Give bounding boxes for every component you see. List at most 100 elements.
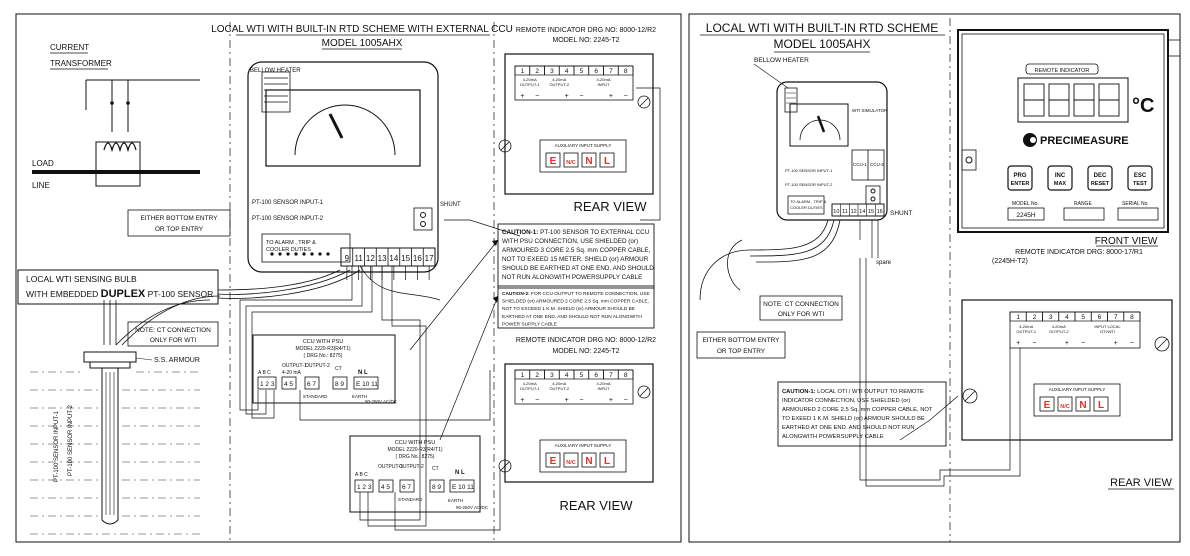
- caution-line: NOT TO EXEED 15 METER. SHIELD (or) ARMOU…: [502, 256, 649, 263]
- svg-text:NOTE: CT CONNECTION: NOTE: CT CONNECTION: [763, 301, 839, 308]
- left-sheet: LOCAL WTI WITH BUILT-IN RTD SCHEME WITH …: [15, 13, 682, 543]
- svg-text:+: +: [1114, 340, 1118, 347]
- rear-terminal-6: 6: [1098, 314, 1102, 321]
- caution-line: NOT TO EXCEED 1 K.M. SHIELD (or) ARMOUR …: [502, 306, 635, 312]
- svg-text:CCU WITH PSU: CCU WITH PSU: [303, 339, 343, 345]
- front-button-dec[interactable]: DEC RESET: [1087, 165, 1113, 191]
- right-terminal-12: 12: [851, 209, 857, 215]
- rear-label: INPUT LOCAL: [1094, 324, 1121, 329]
- rear-terminal-3: 3: [1049, 314, 1053, 321]
- svg-text:RESET: RESET: [1091, 181, 1110, 187]
- caution-line: CAUTION-1: PT-100 SENSOR TO EXTERNAL CCU: [502, 229, 650, 236]
- brand-name: PRECIMEASURE: [1040, 135, 1129, 147]
- caution-line: SHIELDED (or) ARMOURED 2 CORE 2.5 Sq. mm…: [502, 299, 649, 305]
- armour-label: S.S. ARMOUR: [154, 357, 200, 364]
- caution-line: NOT RUN ALONGWITH POWERSUPPLY CABLE: [502, 274, 642, 281]
- svg-text:−: −: [624, 397, 628, 404]
- left-frame: [15, 13, 682, 543]
- rear-terminal-2: 2: [1033, 314, 1037, 321]
- caution-line: WITH PSU CONNECTION, USE SHIELDED (or): [502, 238, 638, 245]
- left-shunt: SHUNT: [440, 202, 461, 208]
- svg-text:1 2 3: 1 2 3: [260, 381, 275, 388]
- rear-terminal-8: 8: [1130, 314, 1134, 321]
- svg-text:+: +: [1065, 340, 1069, 347]
- rear-label: 4-20mA: [596, 77, 610, 82]
- svg-text:MODEL 2220-R3(R4/T1): MODEL 2220-R3(R4/T1): [295, 346, 350, 352]
- right-title: LOCAL WTI WITH BUILT-IN RTD SCHEME: [706, 21, 938, 35]
- rear-label: 4-20mA: [1052, 324, 1066, 329]
- caution-line: ARMOURED 3 CORE 2.5 Sq. mm COPPER CABLE,: [502, 247, 651, 254]
- caution-line: TO EXEED 1 K.M. SHIELD (or) ARMOUR SHOUL…: [782, 416, 925, 422]
- rear-label: OUTPUT-1: [520, 82, 541, 87]
- svg-text:−: −: [1081, 340, 1085, 347]
- svg-text:MODEL No.: MODEL No.: [1012, 201, 1039, 207]
- remote-indicator-front: [957, 29, 1169, 233]
- svg-text:AUXILIARY INPUT SUPPLY: AUXILIARY INPUT SUPPLY: [1049, 387, 1106, 392]
- rear-terminal-7: 7: [609, 68, 613, 75]
- caution-line: CAUTION-2: FOR CCU OUTPUT TO REMOTE CONN…: [502, 291, 650, 297]
- svg-text:A B C: A B C: [258, 370, 271, 376]
- left-model: MODEL 1005AHX: [322, 38, 403, 49]
- front-view-label: FRONT VIEW: [1095, 236, 1158, 247]
- rear-terminal-6: 6: [594, 68, 598, 75]
- remote-mid-model: MODEL NO: 2245-T2: [552, 348, 619, 355]
- terminal-16: 16: [413, 254, 422, 263]
- rear-label: 4-20mA: [1019, 324, 1033, 329]
- caution-line: EARTHED AT ONE END. AND SHOULD NOT RUN A…: [502, 314, 642, 320]
- rear-label: 4-20mA: [596, 381, 610, 386]
- terminal-9: 9: [345, 254, 350, 263]
- aux-terminal-e: E: [1044, 400, 1051, 411]
- rear-label: 4-20mA: [552, 381, 566, 386]
- rear-terminal-8: 8: [624, 68, 628, 75]
- sensing-bulb-note: [17, 269, 219, 305]
- svg-text:OUTPUT-1: OUTPUT-1: [378, 464, 403, 470]
- right-terminal-16: 16: [877, 209, 883, 215]
- right-entry-note: [696, 331, 786, 359]
- rear-label: OUTPUT-2: [549, 386, 570, 391]
- svg-text:ESC: ESC: [1134, 173, 1147, 179]
- rear-label: OUTPUT-2: [1049, 329, 1070, 334]
- celsius-unit: °C: [1132, 95, 1154, 117]
- right-terminal-10: 10: [833, 209, 839, 215]
- rear-terminal-1: 1: [1016, 314, 1020, 321]
- ct-label-1: CURRENT: [50, 43, 89, 52]
- svg-text:6 7: 6 7: [307, 381, 316, 388]
- svg-text:EARTH: EARTH: [352, 394, 367, 399]
- rear-terminal-5: 5: [580, 372, 584, 379]
- svg-text:N L: N L: [358, 370, 368, 376]
- left-bellow-heater: BELLOW HEATER: [250, 68, 301, 74]
- svg-text:CT: CT: [432, 466, 439, 472]
- model-no-value: 2245H: [1016, 212, 1035, 219]
- caution-line: SHOULD BE EARTHED AT ONE END. AND SHOULD: [502, 265, 654, 272]
- ccu-unit-2: [349, 435, 481, 513]
- rear-view-2: REAR VIEW: [560, 498, 634, 513]
- svg-text:ONLY FOR WTI: ONLY FOR WTI: [778, 311, 825, 318]
- right-bellow-heater: BELLOW HEATER: [754, 57, 809, 64]
- svg-text:ENTER: ENTER: [1011, 181, 1030, 187]
- svg-text:−: −: [579, 397, 583, 404]
- svg-text:−: −: [624, 93, 628, 100]
- svg-text:STANDARD: STANDARD: [398, 497, 423, 502]
- svg-text:8 9: 8 9: [335, 381, 344, 388]
- rear-terminal-4: 4: [565, 68, 569, 75]
- rear-label: INPUT: [598, 386, 611, 391]
- svg-text:CCU-2: CCU-2: [870, 162, 884, 167]
- svg-text:N L: N L: [455, 470, 465, 476]
- svg-text:OR TOP ENTRY: OR TOP ENTRY: [155, 226, 204, 233]
- seven-segment-digit: [1098, 83, 1120, 117]
- vertical-label-2: PT-100 SENSOR INPUT-2: [68, 404, 74, 476]
- svg-text:DEC: DEC: [1094, 173, 1107, 179]
- svg-text:CCU-1: CCU-1: [853, 162, 867, 167]
- rear-terminal-5: 5: [580, 68, 584, 75]
- aux-terminal-e: E: [550, 156, 557, 167]
- rear-label: INPUT: [598, 82, 611, 87]
- seven-segment-digit: [1023, 83, 1045, 117]
- aux-terminal-l: L: [604, 456, 610, 467]
- svg-text:4 5: 4 5: [284, 381, 293, 388]
- svg-text:SERIAL No.: SERIAL No.: [1122, 201, 1149, 207]
- svg-text:EITHER BOTTOM ENTRY: EITHER BOTTOM ENTRY: [702, 337, 780, 344]
- svg-text:NOTE: CT CONNECTION: NOTE: CT CONNECTION: [135, 327, 211, 334]
